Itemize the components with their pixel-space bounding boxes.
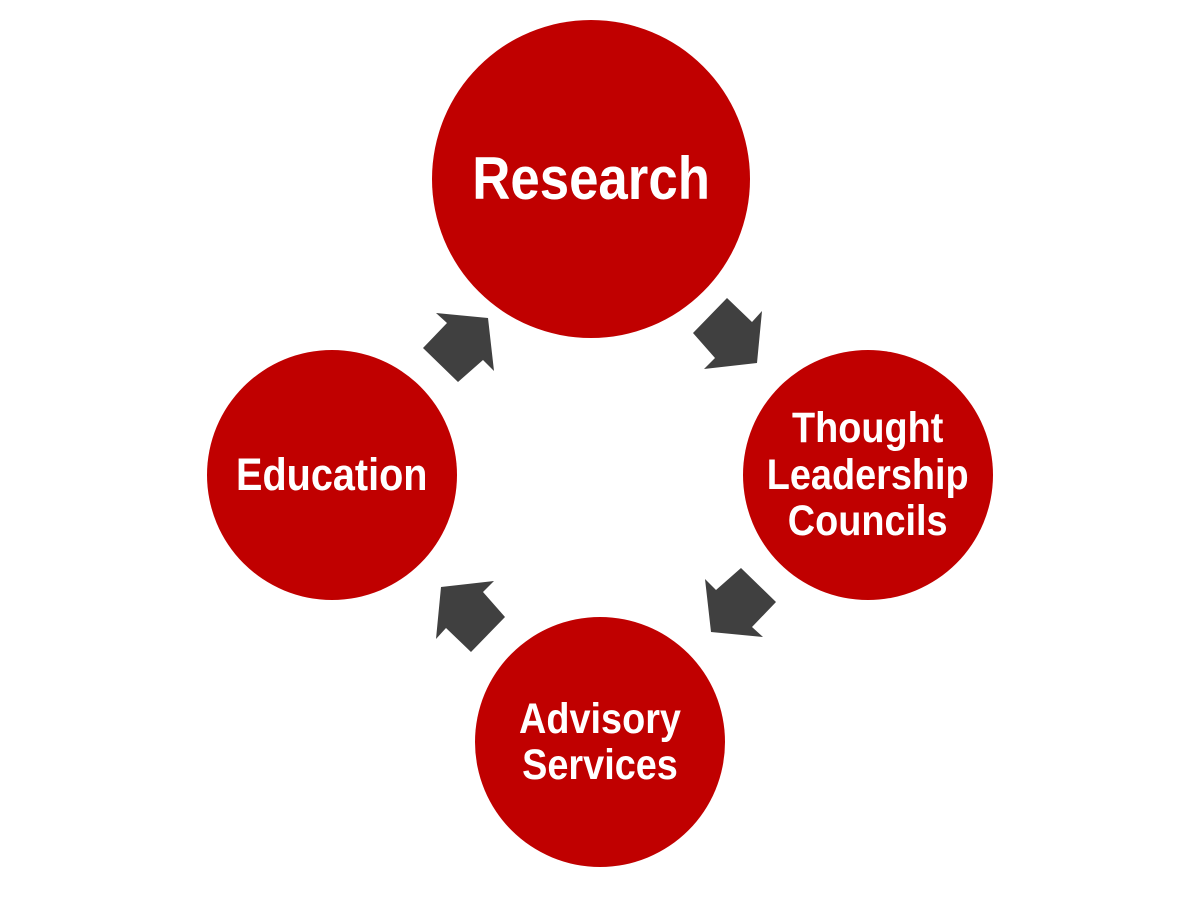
research-node: Research [432,20,750,338]
arrow-research-to-thought-leadership [693,298,762,369]
education-label: Education [236,448,428,500]
arrow-advisory-to-education [436,581,505,652]
advisory-services-node: Advisory Services [475,617,725,867]
thought-leadership-label: Thought Leadership Councils [767,404,969,546]
arrow-education-to-research [423,313,494,382]
arrow-thought-leadership-to-advisory [705,568,776,637]
research-label: Research [472,144,710,212]
thought-leadership-node: Thought Leadership Councils [743,350,993,600]
advisory-services-label: Advisory Services [519,694,681,789]
education-node: Education [207,350,457,600]
